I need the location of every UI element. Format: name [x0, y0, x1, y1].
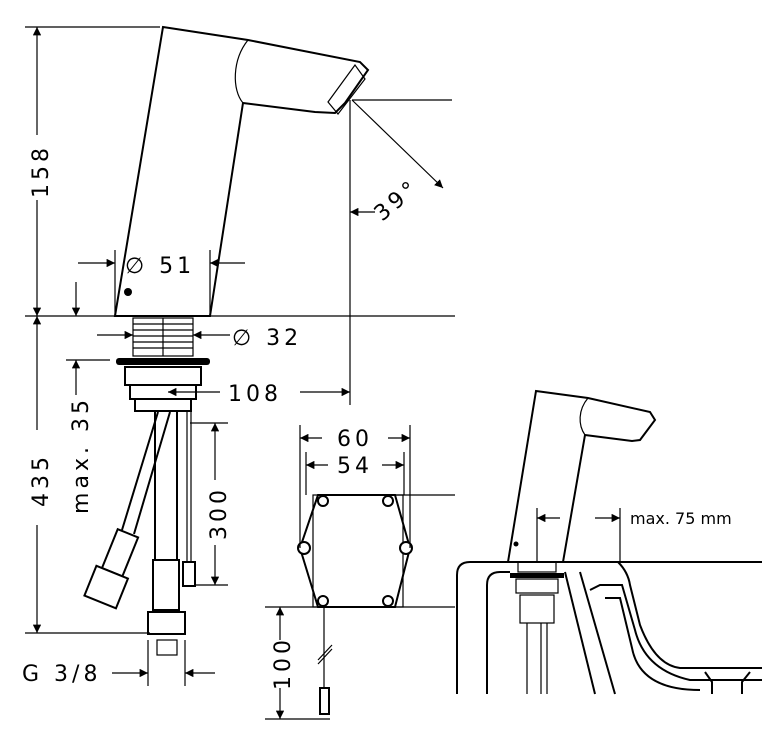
- dim-max-75mm: max. 75 mm: [630, 509, 732, 528]
- dim-angle: 39°: [370, 175, 425, 227]
- faucet-side-view: [83, 25, 370, 656]
- dim-max-35: max. 35: [69, 396, 94, 514]
- control-box: [265, 425, 455, 720]
- dim-60: 60: [337, 427, 373, 452]
- dim-g38: G 3/8: [22, 662, 101, 687]
- sensor-icon: [124, 288, 132, 296]
- dim-300: 300: [207, 486, 232, 540]
- dimension-lines: [25, 26, 455, 686]
- dim-54: 54: [337, 454, 373, 479]
- dim-158: 158: [29, 144, 54, 198]
- installed-view: [456, 389, 762, 695]
- dim-435: 435: [29, 453, 54, 507]
- connection-nut: [147, 611, 186, 635]
- mounting-ring: [116, 358, 210, 365]
- dim-thread-diameter: ∅ 32: [232, 326, 302, 351]
- dim-100: 100: [271, 636, 296, 690]
- dim-body-diameter: ∅ 51: [125, 254, 195, 279]
- dim-108: 108: [228, 382, 282, 407]
